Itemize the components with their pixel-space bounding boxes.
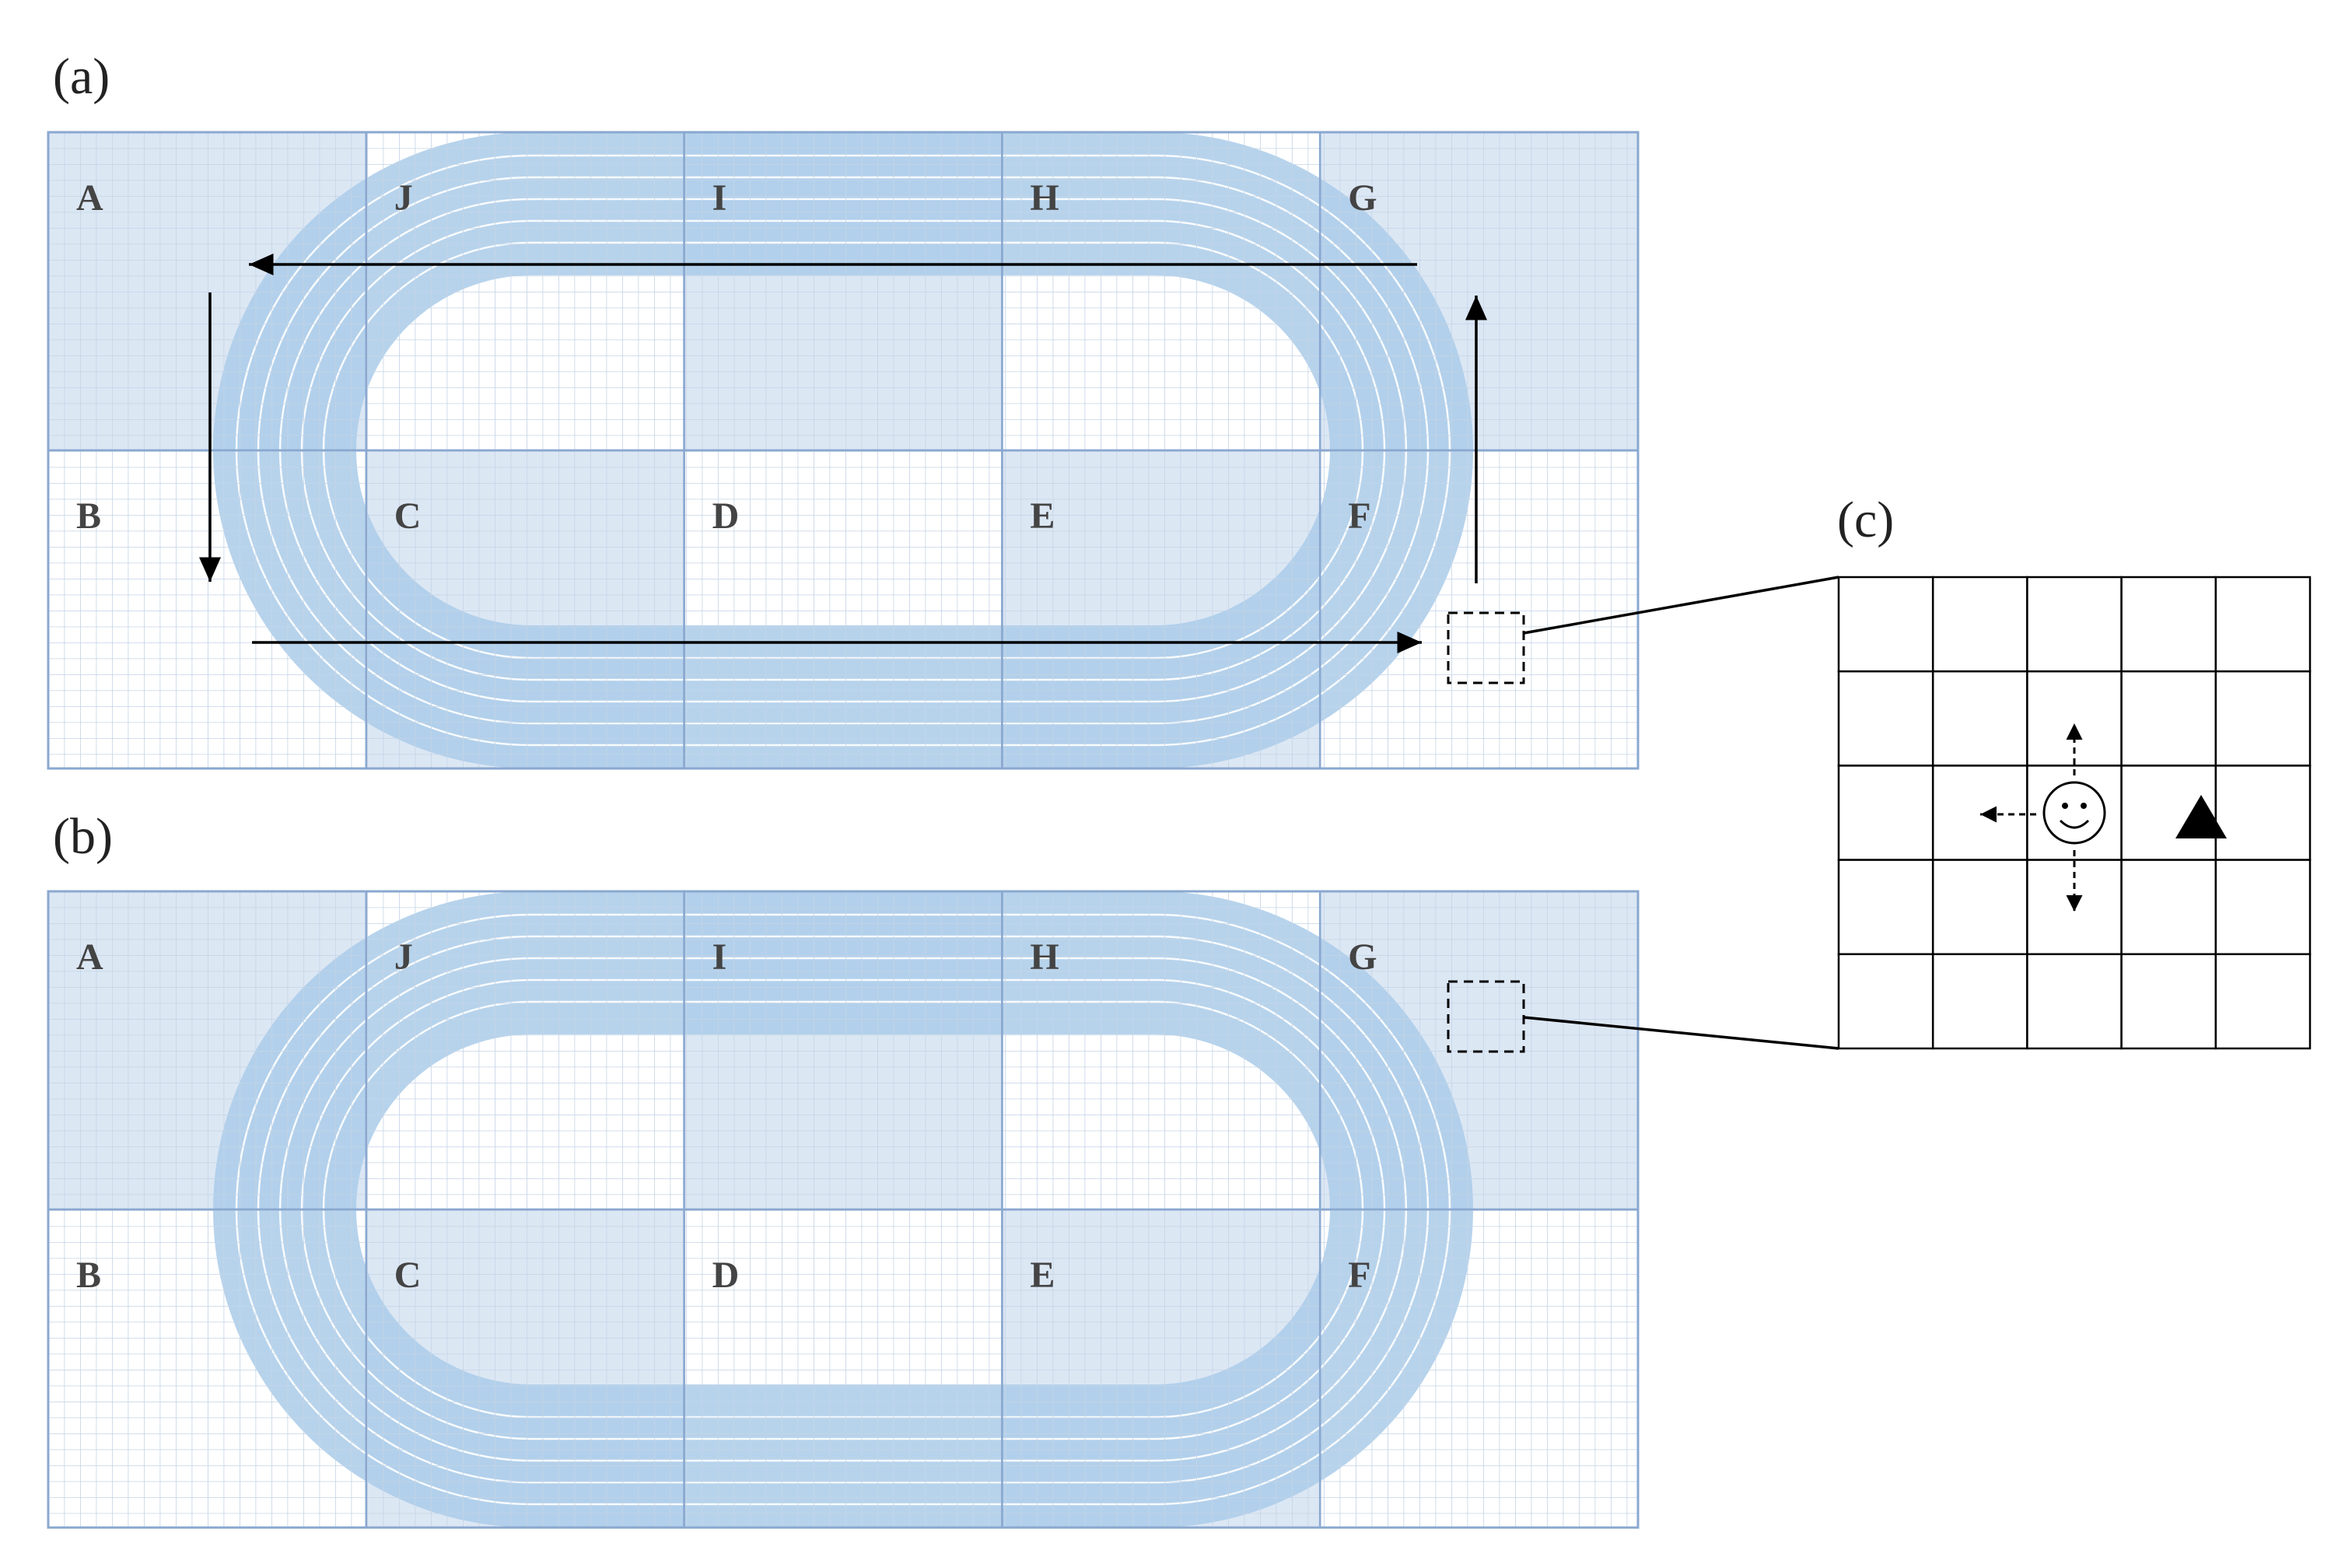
zone-labels: A J I H G B C D E F [76,936,1377,1296]
panel-b-map: A J I H G B C D E F [47,890,1640,1529]
panel-b-label: (b) [53,808,113,865]
triangle-icon [2175,795,2227,838]
grid-cell [2026,953,2123,1050]
zone-label-c: C [394,495,422,537]
zone-label-f: F [1348,1255,1370,1296]
zone-label-f: F [1348,495,1370,537]
zone-label-i: I [712,936,727,978]
zone-label-g: G [1348,936,1377,978]
connector-line-b [1523,1016,1839,1050]
grid-cell [1931,953,2028,1050]
connector-line-a [1523,576,1839,635]
grid-cell [2214,859,2312,956]
move-arrows [1980,723,2083,912]
zone-label-j: J [394,177,413,219]
zone-label-d: D [712,495,740,537]
zone-label-c: C [394,1255,422,1296]
grid-cell [1931,765,2028,861]
grid-cell [1837,576,1934,673]
grid-cell [2120,953,2217,1050]
zoom-box-a [1447,611,1525,684]
panel-a-label: (a) [53,48,110,105]
grid-cell [2120,670,2217,767]
map-outer-border [47,890,1640,1529]
zoom-box-b [1447,980,1525,1053]
grid-cell [2026,576,2123,673]
map-outer-border [47,131,1640,770]
grid-cell [1931,576,2028,673]
grid-cell [2214,576,2312,673]
grid-cell [2214,670,2312,767]
grid-cell [1931,859,2028,956]
panel-c-label: (c) [1837,492,1894,548]
smiley-face-icon [2042,781,2106,845]
grid-cell [2120,576,2217,673]
zone-label-g: G [1348,177,1377,219]
zone-label-a: A [76,177,103,219]
grid-cell [1931,670,2028,767]
zone-label-a: A [76,936,103,978]
grid-cell [1837,859,1934,956]
route-arrows [199,254,1487,653]
zone-label-b: B [76,495,101,537]
panel-a-map: A J I H G B C D E F [47,131,1640,770]
zone-borders [47,131,1640,770]
zone-label-i: I [712,177,727,219]
grid-cell [2120,859,2217,956]
zone-label-b: B [76,1255,101,1296]
zone-label-e: E [1030,495,1055,537]
grid-cell [2214,953,2312,1050]
zone-label-h: H [1030,177,1059,219]
zone-label-j: J [394,936,413,978]
zone-label-d: D [712,1255,740,1296]
zone-label-e: E [1030,1255,1055,1296]
grid-cell [1837,670,1934,767]
panel-c-grid [1837,576,2312,1050]
zone-label-h: H [1030,936,1059,978]
zone-labels: A J I H G B C D E F [76,177,1377,537]
grid-cell [1837,765,1934,861]
grid-cell [1837,953,1934,1050]
zone-borders [47,890,1640,1529]
grid-cell [2214,765,2312,861]
